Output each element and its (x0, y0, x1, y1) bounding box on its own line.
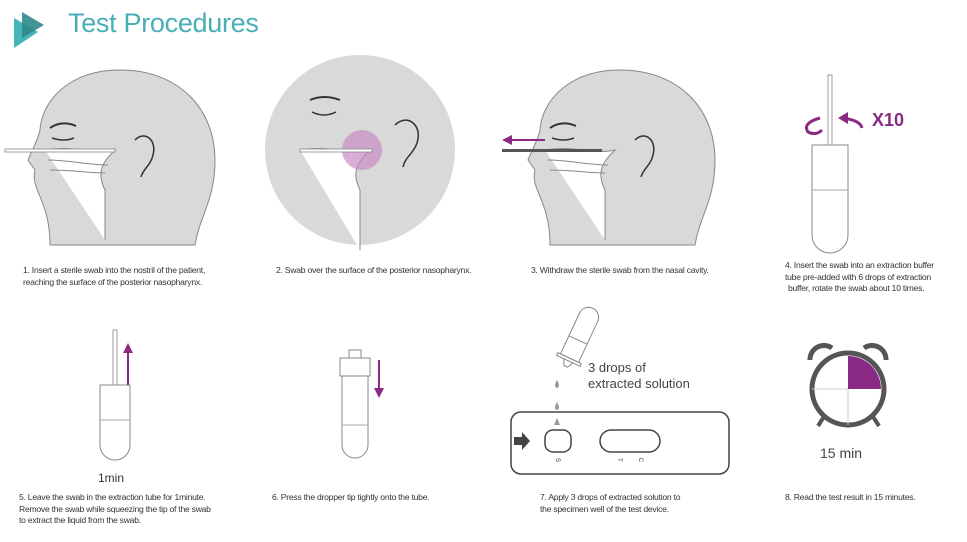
wait-time-label: 1min (98, 471, 124, 485)
specimen-mark: S (554, 458, 560, 462)
caption-line: 2. Swab over the surface of the posterio… (276, 265, 472, 275)
step-7-illustration: 3 drops of extracted solution S T C (510, 306, 730, 475)
page-title: Test Procedures (68, 8, 259, 38)
caption-line: the specimen well of the test device. (540, 503, 669, 514)
rotation-count-label: X10 (872, 110, 904, 130)
caption-line: 8. Read the test result in 15 minutes. (785, 492, 916, 502)
step-5-caption: 5. Leave the swab in the extraction tube… (19, 492, 211, 527)
caption-line: to extract the liquid from the swab. (19, 515, 141, 525)
drop-icon (555, 380, 559, 388)
caption-line: 4. Insert the swab into an extraction bu… (785, 260, 934, 270)
caption-line: Remove the swab while squeezing the tip … (19, 503, 211, 514)
timer-progress-wedge (848, 356, 881, 389)
control-line-mark: C (637, 458, 643, 463)
step-1-illustration (4, 69, 216, 246)
drop-icon (555, 402, 559, 410)
step-2-illustration (265, 55, 455, 250)
caption-line: 7. Apply 3 drops of extracted solution t… (540, 492, 681, 502)
step-8-timer-illustration: 15 min (807, 343, 889, 461)
caption-line: buffer, rotate the swab about 10 times. (788, 283, 925, 293)
specimen-well (544, 429, 572, 453)
step-4-caption: 4. Insert the swab into an extraction bu… (785, 260, 934, 295)
step-1-caption: 1. Insert a sterile swab into the nostri… (23, 265, 205, 288)
caption-line: 1. Insert a sterile swab into the nostri… (23, 265, 206, 275)
step-8-caption: 8. Read the test result in 15 minutes. (785, 492, 916, 504)
test-line-mark: T (616, 458, 622, 462)
caption-line: 6. Press the dropper tip tightly onto th… (272, 492, 430, 502)
caption-line: reaching the surface of the posterior na… (23, 276, 203, 287)
read-time-label: 15 min (820, 445, 862, 461)
arrow-right-icon (514, 432, 530, 450)
caption-line: 5. Leave the swab in the extraction tube… (19, 492, 206, 502)
step-4-illustration: X10 (805, 74, 904, 254)
step-7-caption: 7. Apply 3 drops of extracted solution t… (540, 492, 680, 515)
caption-line: tube pre-added with 6 drops of extractio… (785, 271, 931, 282)
step-5-illustration: 1min (98, 329, 133, 485)
logo-icon (14, 12, 44, 48)
step-2-caption: 2. Swab over the surface of the posterio… (276, 265, 472, 277)
step-6-illustration (339, 349, 384, 459)
drops-label-line-1: 3 drops of (588, 360, 646, 375)
caption-line: 3. Withdraw the sterile swab from the na… (531, 265, 709, 275)
result-window (599, 429, 661, 453)
drops-label-line-2: extracted solution (588, 376, 690, 391)
step-6-caption: 6. Press the dropper tip tightly onto th… (272, 492, 430, 504)
step-3-illustration (502, 69, 716, 246)
step-3-caption: 3. Withdraw the sterile swab from the na… (531, 265, 709, 277)
